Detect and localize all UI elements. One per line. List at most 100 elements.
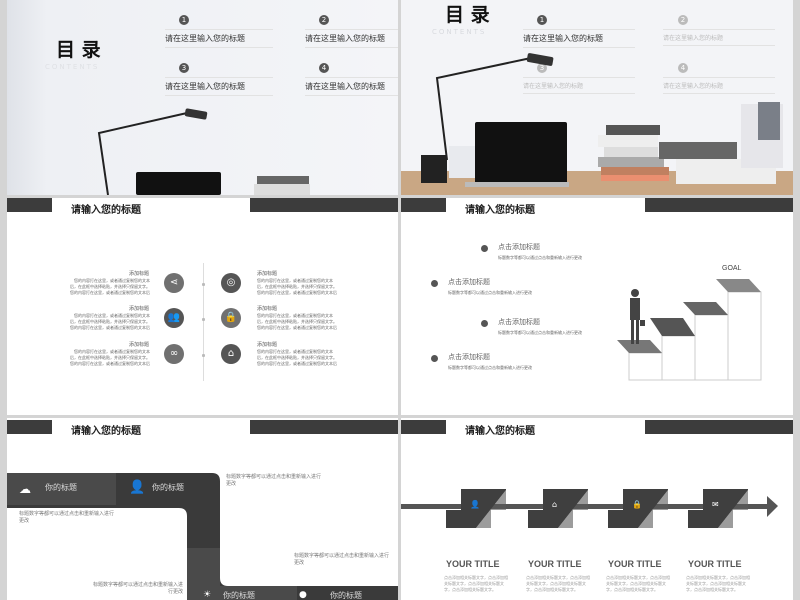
point-heading: 点击添加标题 bbox=[448, 278, 490, 286]
businessman-icon bbox=[630, 289, 645, 344]
toc-title: 目 录 bbox=[56, 39, 101, 61]
header-bar-right bbox=[645, 198, 793, 212]
slide-toc-1[interactable]: 目 录 CONTENTS 1 请在这里输入您的标题 2 请在这里输入您的标题 3… bbox=[7, 0, 398, 195]
item-number: 1 bbox=[537, 15, 547, 25]
toc-item[interactable]: 请在这里输入您的标题 bbox=[663, 29, 775, 46]
globe-icon: ● bbox=[299, 590, 307, 600]
block-heading: 添加标题 bbox=[257, 306, 278, 312]
slide-title: 请输入您的标题 bbox=[71, 205, 141, 216]
step-label: 你的标题 bbox=[152, 483, 184, 492]
block-heading: 添加标题 bbox=[128, 306, 149, 312]
center-timeline-line bbox=[203, 263, 204, 381]
group-icon: 👥 bbox=[164, 308, 184, 328]
slide-goal-stairs[interactable]: 请输入您的标题 点击添加标题标题数字等都可以通过点击和重新输入进行更改点击添加标… bbox=[401, 198, 793, 415]
block-text: 您的内容打在这里，或者通过复制您的文本后，在此框中选择粘贴，并选择只保留文字。您… bbox=[257, 313, 337, 330]
home-icon: ⌂ bbox=[221, 344, 241, 364]
item-number: 2 bbox=[678, 15, 688, 25]
toc-item[interactable]: 请在这里输入您的标题 bbox=[165, 77, 273, 96]
step-text: 标题数字等都可以通过点击和重新输入进行更改 bbox=[19, 511, 115, 524]
toc-item[interactable]: 请在这里输入您的标题 bbox=[523, 29, 635, 48]
step-label: 你的标题 bbox=[45, 483, 77, 492]
step-label: 你的标题 bbox=[330, 591, 362, 600]
point-text: 标题数字等都可以通过点击和重新输入进行更改 bbox=[448, 365, 532, 370]
timeline-node bbox=[688, 489, 748, 528]
point-text: 标题数字等都可以通过点击和重新输入进行更改 bbox=[498, 255, 582, 260]
toc-item[interactable]: 请在这里输入您的标题 bbox=[305, 77, 398, 96]
point-heading: 点击添加标题 bbox=[498, 318, 540, 326]
item-number: 3 bbox=[537, 63, 547, 73]
home-icon: ⌂ bbox=[552, 500, 558, 509]
header-bar-left bbox=[7, 420, 52, 434]
step-text: 标题数字等都可以通过点击和重新输入进行更改 bbox=[226, 474, 322, 487]
column-title: YOUR TITLE bbox=[608, 559, 662, 569]
header-bar-left bbox=[401, 198, 446, 212]
document-icon: ✉ bbox=[712, 500, 719, 509]
slide-title: 请输入您的标题 bbox=[465, 205, 535, 216]
slide-process-path[interactable]: 请输入您的标题 ☁ 你的标题 👤 你的标题 ☀ 你的标题 ● 你的标题 标题数字… bbox=[7, 418, 398, 600]
header-bar-right bbox=[645, 420, 793, 434]
block-text: 您的内容打在这里，或者通过复制您的文本后，在此框中选择粘贴，并选择只保留文字。您… bbox=[257, 278, 337, 295]
item-number: 4 bbox=[319, 63, 329, 73]
timeline-node bbox=[446, 489, 506, 528]
step-label: 你的标题 bbox=[223, 591, 255, 600]
timeline-node bbox=[608, 489, 668, 528]
column-title: YOUR TITLE bbox=[528, 559, 582, 569]
timeline-dot bbox=[202, 318, 205, 321]
block-text: 您的内容打在这里，或者通过复制您的文本后，在此框中选择粘贴，并选择只保留文字。您… bbox=[70, 313, 150, 330]
toc-item[interactable]: 请在这里输入您的标题 bbox=[305, 29, 398, 48]
block-text: 您的内容打在这里，或者通过复制您的文本后，在此框中选择粘贴，并选择只保留文字。您… bbox=[257, 349, 337, 366]
desk-scene-image bbox=[401, 53, 793, 195]
staircase-graphic bbox=[617, 279, 762, 381]
column-text: 点击添加相关标题文字，点击添加相关标题文字，点击添加相关标题文字，点击添加相关标… bbox=[606, 575, 670, 592]
block-text: 您的内容打在这里，或者通过复制您的文本后，在此框中选择粘贴，并选择只保留文字。您… bbox=[70, 278, 150, 295]
item-number: 4 bbox=[678, 63, 688, 73]
toc-subtitle: CONTENTS bbox=[432, 28, 487, 36]
toc-item[interactable]: 请在这里输入您的标题 bbox=[165, 29, 273, 48]
point-heading: 点击添加标题 bbox=[448, 353, 490, 361]
point-text: 标题数字等都可以通过点击和重新输入进行更改 bbox=[498, 330, 582, 335]
user-icon: 👤 bbox=[129, 480, 146, 495]
bullet-dot bbox=[481, 245, 488, 252]
column-title: YOUR TITLE bbox=[446, 559, 500, 569]
timeline-dot bbox=[202, 354, 205, 357]
bullet-dot bbox=[481, 320, 488, 327]
goal-label: GOAL bbox=[722, 265, 742, 272]
block-heading: 添加标题 bbox=[257, 342, 278, 348]
toc-subtitle: CONTENTS bbox=[45, 63, 100, 71]
block-heading: 添加标题 bbox=[128, 271, 149, 277]
item-number: 2 bbox=[319, 15, 329, 25]
header-bar-right bbox=[250, 420, 398, 434]
lock-icon: 🔒 bbox=[221, 308, 241, 328]
person-icon: 👤 bbox=[470, 500, 480, 509]
link-icon: ∞ bbox=[164, 344, 184, 364]
slide-toc-2[interactable]: 目 录 CONTENTS 1 请在这里输入您的标题 2 请在这里输入您的标题 3… bbox=[401, 0, 793, 195]
toc-item[interactable]: 请在这里输入您的标题 bbox=[523, 77, 635, 94]
brain-icon: ☁ bbox=[19, 482, 31, 496]
timeline-dot bbox=[202, 283, 205, 286]
item-number: 3 bbox=[179, 63, 189, 73]
lock-icon: 🔒 bbox=[632, 500, 642, 509]
bullet-dot bbox=[431, 355, 438, 362]
column-text: 点击添加相关标题文字，点击添加相关标题文字，点击添加相关标题文字，点击添加相关标… bbox=[686, 575, 750, 592]
header-bar-left bbox=[7, 198, 52, 212]
disc-icon: ◎ bbox=[221, 273, 241, 293]
slide-timeline-arrow[interactable]: 请输入您的标题 👤 YOUR TITLE 点击添加相关标题文字，点击添加相关标题文字… bbox=[401, 418, 793, 600]
desk-lamp-image bbox=[97, 108, 310, 195]
slide-title: 请输入您的标题 bbox=[71, 426, 141, 437]
column-text: 点击添加相关标题文字，点击添加相关标题文字，点击添加相关标题文字，点击添加相关标… bbox=[444, 575, 508, 592]
header-bar-right bbox=[250, 198, 398, 212]
column-text: 点击添加相关标题文字，点击添加相关标题文字，点击添加相关标题文字，点击添加相关标… bbox=[526, 575, 590, 592]
step-text: 标题数字等都可以通过点击和重新输入进行更改 bbox=[294, 553, 390, 566]
bullet-dot bbox=[431, 280, 438, 287]
process-path-graphic bbox=[7, 473, 398, 600]
slide-title: 请输入您的标题 bbox=[465, 426, 535, 437]
point-heading: 点击添加标题 bbox=[498, 243, 540, 251]
slide-icon-list[interactable]: 请输入您的标题 ⋖添加标题您的内容打在这里，或者通过复制您的文本后，在此框中选择… bbox=[7, 198, 398, 415]
step-text: 标题数字等都可以通过点击和重新输入进行更改 bbox=[93, 582, 184, 595]
lightbulb-icon: ☀ bbox=[203, 590, 212, 600]
timeline-node bbox=[528, 489, 588, 528]
column-title: YOUR TITLE bbox=[688, 559, 742, 569]
block-text: 您的内容打在这里，或者通过复制您的文本后，在此框中选择粘贴，并选择只保留文字。您… bbox=[70, 349, 150, 366]
toc-item[interactable]: 请在这里输入您的标题 bbox=[663, 77, 775, 94]
header-bar-left bbox=[401, 420, 446, 434]
